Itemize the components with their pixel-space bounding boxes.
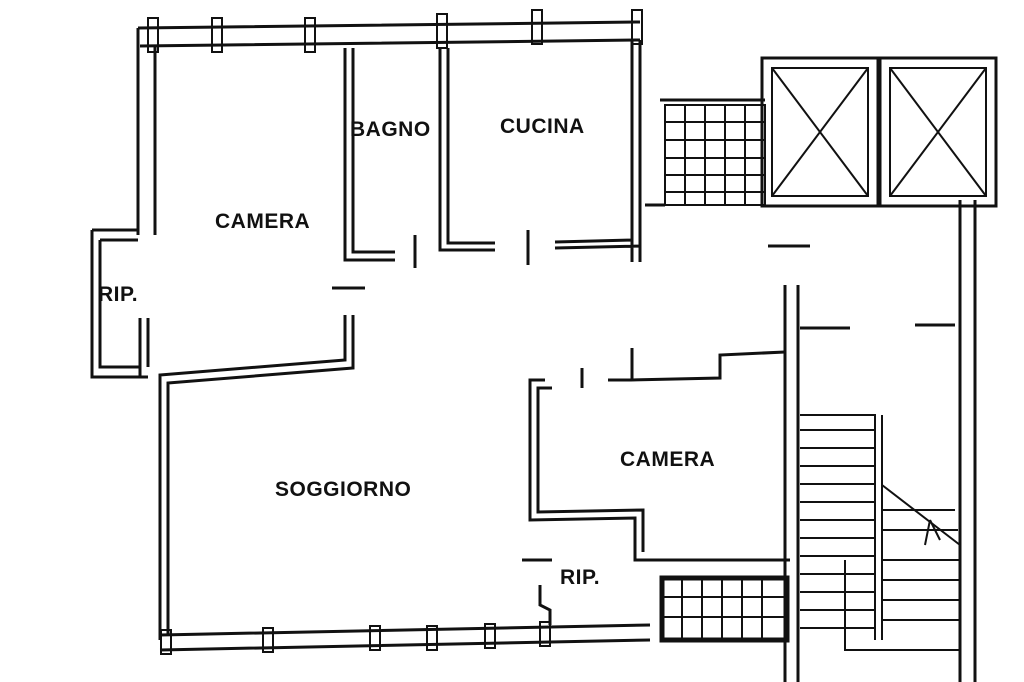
staircase bbox=[800, 414, 961, 651]
top-wall bbox=[137, 9, 643, 53]
hatched-area-bottom bbox=[659, 575, 790, 643]
elevator-shafts bbox=[760, 56, 998, 208]
room-label-rip-bottom: RIP. bbox=[560, 566, 601, 589]
room-label-camera-right: CAMERA bbox=[620, 448, 716, 471]
room-label-bagno: BAGNO bbox=[350, 118, 431, 141]
room-label-soggiorno: SOGGIORNO bbox=[275, 478, 412, 501]
room-label-rip-left: RIP. bbox=[98, 283, 139, 306]
hatched-area-top bbox=[664, 104, 766, 206]
room-label-camera-top: CAMERA bbox=[215, 210, 311, 233]
room-label-cucina: CUCINA bbox=[500, 115, 585, 138]
walls bbox=[90, 28, 977, 682]
